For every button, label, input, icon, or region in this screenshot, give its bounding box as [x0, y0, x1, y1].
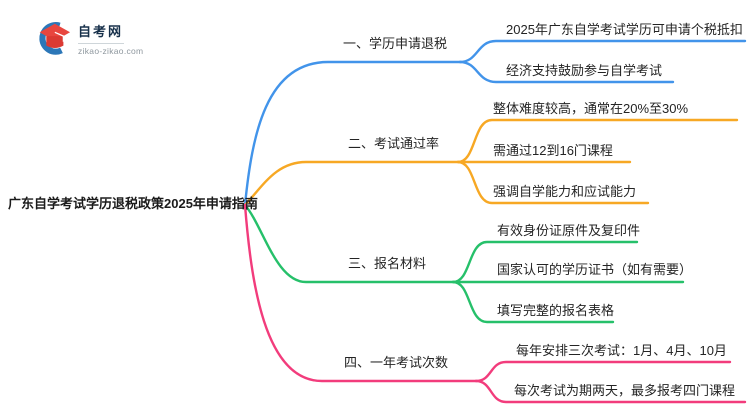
logo-cap-base-shape [46, 36, 64, 48]
logo-divider [78, 43, 124, 44]
branch-1-leaf-2-line [458, 60, 675, 84]
leaf-topic-2-2[interactable]: 需通过12到16门课程 [493, 143, 613, 158]
branch-4-leaf-1-line [474, 360, 732, 383]
root-topic[interactable]: 广东自学考试学历退税政策2025年申请指南 [8, 196, 258, 211]
graduation-cap-icon [39, 22, 71, 55]
branch-2-leaf-1-line [456, 118, 739, 164]
branch-topic-2[interactable]: 二、考试通过率 [348, 136, 440, 151]
branch-topic-4[interactable]: 四、一年考试次数 [344, 355, 449, 370]
logo-domain: zikao-zikao.com [78, 46, 144, 56]
leaf-topic-1-2[interactable]: 经济支持鼓励参与自学考试 [506, 63, 663, 78]
logo: 自考网 zikao-zikao.com [33, 19, 143, 57]
branch-1-lines [243, 39, 747, 207]
branch-topic-3[interactable]: 三、报名材料 [348, 256, 427, 271]
leaf-topic-3-3[interactable]: 填写完整的报名表格 [497, 303, 615, 318]
logo-text: 自考网 zikao-zikao.com [78, 19, 143, 56]
leaf-topic-2-1[interactable]: 整体难度较高，通常在20%至30% [493, 101, 689, 116]
branch-3-trunk-line [243, 203, 455, 284]
leaf-topic-4-1[interactable]: 每年安排三次考试：1月、4月、10月 [516, 343, 727, 358]
branch-3-lines [243, 203, 685, 324]
leaf-topic-3-2[interactable]: 国家认可的学历证书（如有需要） [497, 262, 693, 277]
leaf-topic-3-1[interactable]: 有效身份证原件及复印件 [497, 223, 641, 238]
branch-4-lines [243, 203, 747, 404]
leaf-topic-4-2[interactable]: 每次考试为期两天，最多报考四门课程 [514, 383, 736, 398]
branch-1-trunk-line [243, 60, 462, 207]
leaf-topic-1-1[interactable]: 2025年广东自学考试学历可申请个税抵扣 [506, 22, 743, 37]
branch-1-leaf-1-line [458, 39, 747, 64]
logo-title: 自考网 [78, 24, 124, 39]
branch-4-leaf-2-line [474, 379, 747, 404]
branch-3-leaf-3-line [451, 280, 615, 324]
branch-4-trunk-line [243, 203, 478, 383]
branch-topic-1[interactable]: 一、学历申请退税 [343, 36, 448, 51]
leaf-topic-2-3[interactable]: 强调自学能力和应试能力 [493, 184, 637, 199]
logo-cap-highlight [54, 31, 65, 42]
branch-2-lines [243, 118, 739, 207]
branch-2-leaf-3-line [456, 160, 650, 205]
branch-2-trunk-line [243, 160, 460, 207]
branch-3-leaf-1-line [451, 240, 639, 284]
